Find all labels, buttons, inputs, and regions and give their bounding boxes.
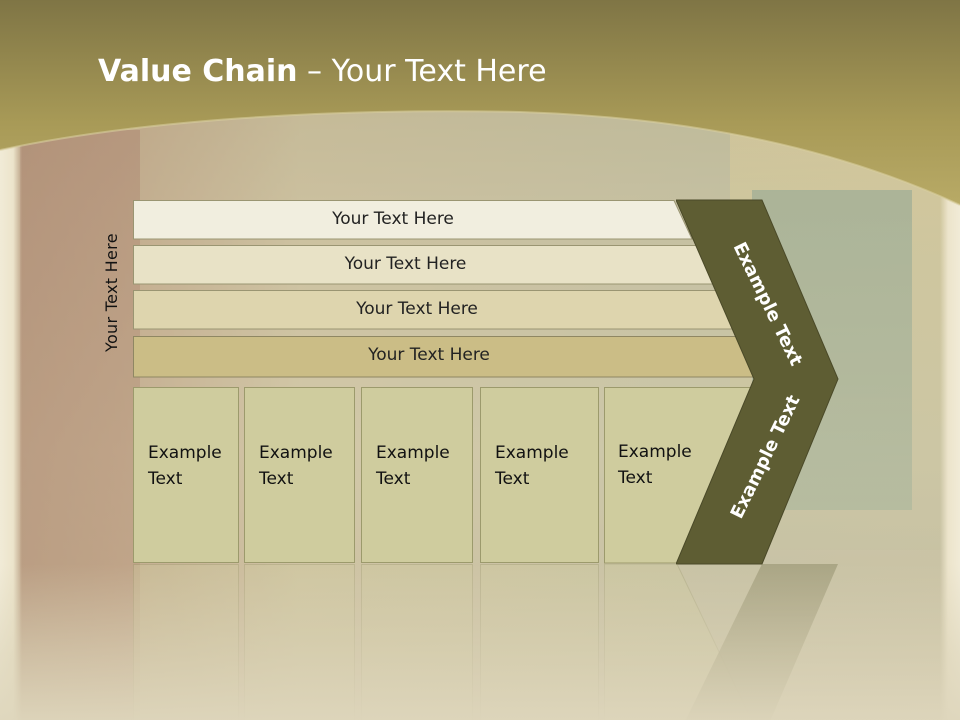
box-3-line2: Text <box>376 469 411 489</box>
box-4-line2: Text <box>495 469 530 489</box>
box-4-line1: Example <box>495 443 569 463</box>
bar-row-3: Your Text Here <box>133 290 741 330</box>
box-5: Example Text <box>604 387 714 563</box>
box-2-line1: Example <box>259 443 333 463</box>
box-3: Example Text <box>361 387 473 563</box>
bar-row-2: Your Text Here <box>133 245 718 285</box>
box-1-line2: Text <box>148 469 183 489</box>
bar-row-1-shape <box>133 200 693 240</box>
bar-row-4-label: Your Text Here <box>368 345 490 365</box>
box-2: Example Text <box>244 387 355 563</box>
box-5-line1: Example <box>618 442 692 462</box>
bar-row-1: Your Text Here <box>133 200 693 240</box>
header-band <box>0 0 960 206</box>
title-rest: – Your Text Here <box>297 54 547 89</box>
bar-row-1-label: Your Text Here <box>332 209 454 229</box>
box-5-line2: Text <box>618 468 653 488</box>
box-2-line2: Text <box>259 469 294 489</box>
bar-row-2-label: Your Text Here <box>344 254 467 274</box>
box-4: Example Text <box>480 387 599 563</box>
bar-row-4: Your Text Here <box>133 336 765 378</box>
reflection-fade <box>0 564 960 720</box>
page-title: Value Chain – Your Text Here <box>98 54 547 89</box>
side-label: Your Text Here <box>102 233 121 352</box>
title-bold: Value Chain <box>98 54 298 89</box>
chevron-arrow <box>676 199 839 565</box>
bar-row-3-label: Your Text Here <box>356 299 478 319</box>
box-1: Example Text <box>133 387 239 563</box>
box-1-line1: Example <box>148 443 222 463</box>
box-3-line1: Example <box>376 443 450 463</box>
